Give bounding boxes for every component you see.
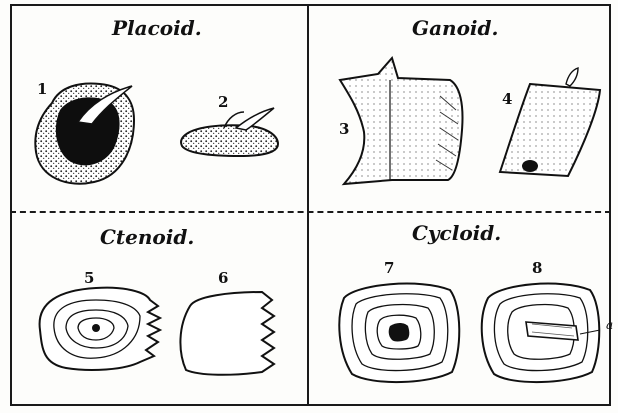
placoid-scale-fig2 xyxy=(181,108,278,156)
placoid-scale-fig1 xyxy=(35,84,134,184)
cycloid-scale-fig7 xyxy=(339,284,459,382)
ctenoid-scale-fig5 xyxy=(40,288,160,370)
ganoid-scale-fig4 xyxy=(500,68,600,176)
cycloid-scale-fig8 xyxy=(482,284,600,382)
ctenoid-scale-fig6 xyxy=(180,292,274,375)
ganoid-scale-fig3 xyxy=(340,58,463,184)
